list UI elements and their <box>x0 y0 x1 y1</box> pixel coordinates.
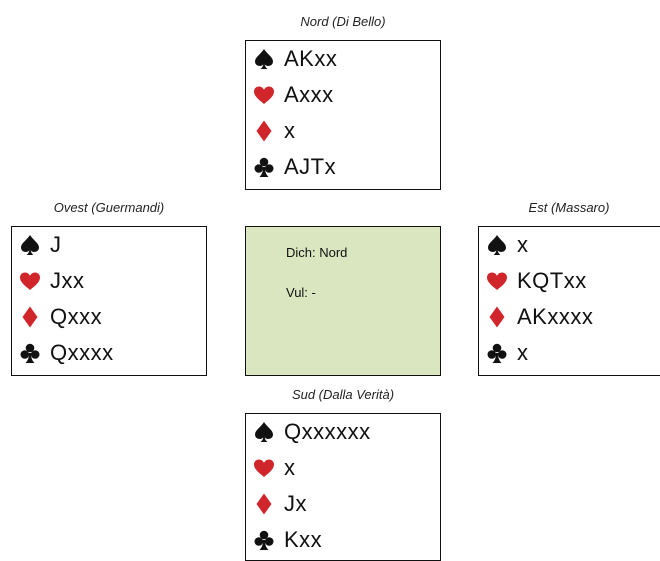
heart-icon <box>250 456 278 480</box>
north-hand: AKxx Axxx x AJTx <box>245 40 441 190</box>
club-icon <box>16 341 44 365</box>
west-spade-row: J <box>12 227 206 263</box>
north-club-row: AJTx <box>246 149 440 185</box>
club-icon <box>250 155 278 179</box>
club-icon <box>483 341 511 365</box>
heart-icon <box>483 269 511 293</box>
south-heart-cards: x <box>284 455 296 480</box>
south-club-cards: Kxx <box>284 527 323 552</box>
north-heart-cards: Axxx <box>284 82 334 107</box>
south-hand: Qxxxxxx x Jx Kxx <box>245 413 441 561</box>
east-club-row: x <box>479 335 660 371</box>
dealer-text: Dich: Nord <box>286 245 348 260</box>
south-heart-row: x <box>246 450 440 486</box>
south-diamond-row: Jx <box>246 486 440 522</box>
east-spade-row: x <box>479 227 660 263</box>
diamond-icon <box>483 305 511 329</box>
diamond-icon <box>250 492 278 516</box>
north-spade-row: AKxx <box>246 41 440 77</box>
spade-icon <box>16 233 44 257</box>
west-heart-cards: Jxx <box>50 268 85 293</box>
spade-icon <box>250 420 278 444</box>
west-hand: J Jxx Qxxx Qxxxx <box>11 226 207 376</box>
east-heart-row: KQTxx <box>479 263 660 299</box>
west-label: Ovest (Guermandi) <box>53 200 165 215</box>
east-diamond-cards: AKxxxx <box>517 304 594 329</box>
east-heart-cards: KQTxx <box>517 268 587 293</box>
west-diamond-row: Qxxx <box>12 299 206 335</box>
west-heart-row: Jxx <box>12 263 206 299</box>
south-spade-row: Qxxxxxx <box>246 414 440 450</box>
west-club-cards: Qxxxx <box>50 340 114 365</box>
south-club-row: Kxx <box>246 522 440 558</box>
spade-icon <box>483 233 511 257</box>
east-label: Est (Massaro) <box>528 200 610 215</box>
south-spade-cards: Qxxxxxx <box>284 419 371 444</box>
heart-icon <box>250 83 278 107</box>
east-club-cards: x <box>517 340 529 365</box>
north-club-cards: AJTx <box>284 154 337 179</box>
vulnerability-text: Vul: - <box>286 285 316 300</box>
west-club-row: Qxxxx <box>12 335 206 371</box>
south-label: Sud (Dalla Verità) <box>291 387 395 402</box>
heart-icon <box>16 269 44 293</box>
north-diamond-row: x <box>246 113 440 149</box>
east-hand: x KQTxx AKxxxx x <box>478 226 660 376</box>
diamond-icon <box>250 119 278 143</box>
north-spade-cards: AKxx <box>284 46 338 71</box>
diamond-icon <box>16 305 44 329</box>
east-diamond-row: AKxxxx <box>479 299 660 335</box>
west-spade-cards: J <box>50 232 62 257</box>
west-diamond-cards: Qxxx <box>50 304 103 329</box>
spade-icon <box>250 47 278 71</box>
deal-info-panel: Dich: Nord Vul: - <box>245 226 441 376</box>
north-diamond-cards: x <box>284 118 296 143</box>
club-icon <box>250 528 278 552</box>
south-diamond-cards: Jx <box>284 491 307 516</box>
north-heart-row: Axxx <box>246 77 440 113</box>
east-spade-cards: x <box>517 232 529 257</box>
north-label: Nord (Di Bello) <box>300 14 386 29</box>
